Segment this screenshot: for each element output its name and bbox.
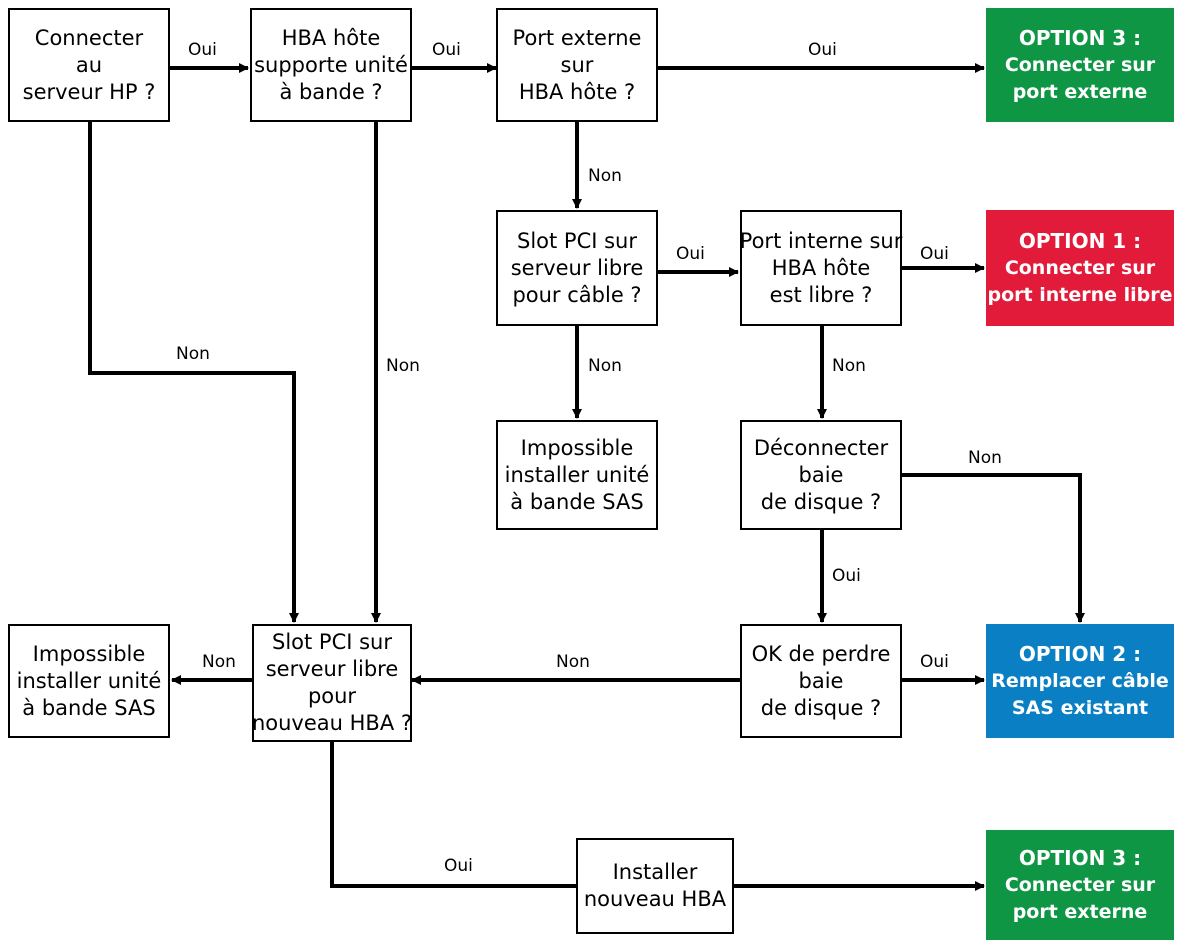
label-oui-connect-hba: Oui: [188, 40, 217, 60]
node-text-line: Impossible: [32, 641, 146, 666]
node-text-line: nouveau HBA: [583, 887, 727, 911]
node-option3-top: OPTION 3 : Connecter sur port externe: [986, 8, 1174, 122]
node-text-line: HBA hôte: [281, 25, 381, 50]
node-text-line: installer unité: [504, 462, 650, 487]
label-non-ok-pci: Non: [556, 652, 590, 672]
label-non-connect-pci: Non: [176, 344, 210, 364]
node-text-line: Port interne sur: [739, 228, 903, 253]
label-oui-internal-option1: Oui: [920, 244, 949, 264]
node-text-line: OPTION 2 :: [1018, 641, 1142, 666]
node-text-line: Slot PCI sur: [516, 228, 637, 253]
node-option3-bottom: OPTION 3 : Connecter sur port externe: [986, 830, 1174, 940]
node-text-line: Déconnecter: [753, 435, 889, 460]
node-text-line: installer unité: [16, 668, 162, 693]
label-non-hba-pci: Non: [386, 356, 420, 376]
node-text-line: Slot PCI sur: [271, 630, 392, 654]
node-slot-pci-nouveau-hba: Slot PCI sur serveur libre pour nouveau HBA…: [252, 624, 412, 742]
node-text-line: baie: [798, 462, 844, 487]
node-text-line: serveur HP ?: [22, 79, 156, 104]
node-text-line: HBA hôte ?: [518, 79, 636, 104]
node-text-line: de disque ?: [760, 489, 882, 514]
label-oui-ok-option2: Oui: [920, 652, 949, 672]
node-installer-nouveau-hba: Installer nouveau HBA: [576, 838, 734, 934]
node-text-line: pour câble ?: [512, 282, 642, 307]
node-text-line: supporte unité: [254, 52, 408, 77]
node-text-line: de disque ?: [760, 695, 882, 720]
node-text-line: OPTION 1 :: [1018, 228, 1142, 253]
node-text-line: port externe: [1012, 80, 1148, 103]
edge-disconnect-to-option2-non: [902, 473, 1085, 623]
label-oui-pci-install: Oui: [444, 856, 473, 876]
label-non-pci-impossible-left: Non: [202, 652, 236, 672]
label-non-internal-disconnect: Non: [832, 356, 866, 376]
node-text-line: est libre ?: [769, 282, 873, 307]
node-text-line: nouveau HBA ?: [251, 711, 413, 735]
node-text-line: à bande SAS: [510, 489, 644, 514]
node-text-line: OPTION 3 :: [1018, 25, 1142, 50]
label-oui-external-option3: Oui: [808, 40, 837, 60]
node-text-line: serveur libre: [265, 657, 399, 681]
node-text-line: Connecter sur: [1004, 256, 1156, 279]
node-text-line: Port externe: [512, 25, 642, 50]
label-non-disconnect-option2: Non: [968, 448, 1002, 468]
node-text-line: Remplacer câble: [991, 669, 1169, 692]
node-text-line: Impossible: [520, 435, 634, 460]
node-text-line: HBA hôte: [771, 255, 871, 280]
edge-connect-to-pci-new-hba-non: [88, 122, 299, 623]
node-text-line: Installer: [612, 860, 698, 884]
node-text-line: serveur libre: [510, 255, 644, 280]
node-text-line: à bande ?: [279, 79, 383, 104]
node-text-line: SAS existant: [1011, 696, 1149, 719]
node-text-line: Connecter sur: [1004, 873, 1156, 896]
edge-pci-new-hba-to-install-oui: [330, 742, 985, 891]
node-option1: OPTION 1 : Connecter sur port interne libr…: [986, 210, 1174, 326]
node-text-line: port externe: [1012, 900, 1148, 923]
node-text-line: au: [75, 52, 103, 77]
node-text-line: Connecter: [34, 25, 144, 50]
label-non-external-pci: Non: [588, 166, 622, 186]
node-text-line: port interne libre: [987, 283, 1173, 306]
node-text-line: OK de perdre: [751, 641, 891, 666]
label-oui-disconnect-ok: Oui: [832, 566, 861, 586]
node-text-line: baie: [798, 668, 844, 693]
node-text-line: OPTION 3 :: [1018, 845, 1142, 870]
node-text-line: Connecter sur: [1004, 53, 1156, 76]
node-text-line: sur: [560, 52, 594, 77]
node-text-line: à bande SAS: [22, 695, 156, 720]
label-oui-pci-internal: Oui: [676, 244, 705, 264]
label-oui-hba-external: Oui: [432, 40, 461, 60]
node-text-line: pour: [307, 684, 357, 708]
label-non-pci-impossible: Non: [588, 356, 622, 376]
